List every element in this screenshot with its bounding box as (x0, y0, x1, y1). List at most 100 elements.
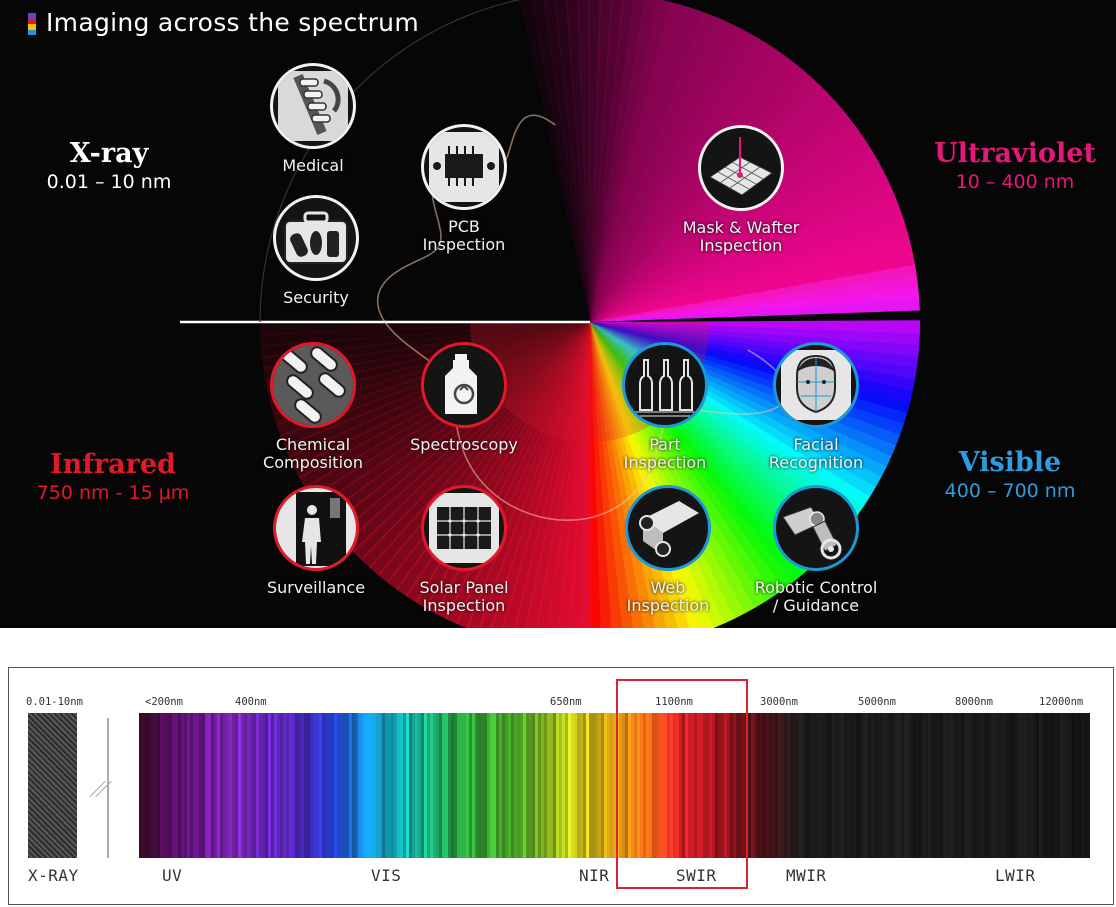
spectrum-stripe (565, 713, 569, 858)
spectrum-stripe (214, 713, 218, 858)
spectrum-stripe (646, 713, 650, 858)
spectrum-stripe (559, 713, 563, 858)
xray-strip (28, 713, 77, 858)
spectrum-stripe (493, 713, 497, 858)
wheel-slice (352, 322, 590, 561)
spectrum-stripe (268, 713, 272, 858)
spectrum-stripe (1015, 713, 1019, 858)
spectrum-stripe (865, 713, 869, 858)
spectrum-stripe (193, 713, 197, 858)
spectrum-stripe (442, 713, 446, 858)
spectrum-stripe (175, 713, 179, 858)
spectrum-stripe (775, 713, 779, 858)
spectrum-stripe (520, 713, 524, 858)
spectrum-stripe (940, 713, 944, 858)
wheel-slice (590, 155, 882, 322)
spectrum-stripe (187, 713, 191, 858)
capsules-icon (273, 345, 353, 425)
spectrum-stripe (397, 713, 401, 858)
spectrum-stripe (763, 713, 767, 858)
spectrum-stripe (952, 713, 956, 858)
spectrum-stripe (343, 713, 347, 858)
wheel-slice (546, 322, 590, 628)
spectrum-stripe (280, 713, 284, 858)
spectrum-stripe (418, 713, 422, 858)
wheel-slice (568, 322, 590, 628)
spectrum-stripe (925, 713, 929, 858)
wheel-slice (590, 0, 613, 322)
spectrum-stripe (370, 713, 374, 858)
spectrum-stripe (790, 713, 794, 858)
app-solar-panel-inspection-circle (421, 485, 507, 571)
spectrum-wheel-panel: Imaging across the spectrum X-ray 0.01 –… (0, 0, 1116, 628)
spectrum-stripe (736, 713, 740, 858)
spectrum-stripe (1087, 713, 1090, 858)
spectrum-stripe (772, 713, 776, 858)
spectrum-stripe (619, 713, 623, 858)
wheel-slice (590, 320, 920, 334)
spectrum-stripe (697, 713, 701, 858)
spectrum-stripe (715, 713, 719, 858)
spectrum-stripe (271, 713, 275, 858)
wheel-slice (524, 322, 590, 628)
spectrum-stripe (1081, 713, 1085, 858)
app-pcb-inspection: PCB Inspection (374, 124, 554, 254)
wheel-slice (260, 322, 590, 359)
spectrum-stripe (706, 713, 710, 858)
wheel-slice (590, 4, 692, 322)
spectrum-stripe (727, 713, 731, 858)
spectrum-stripe (1003, 713, 1007, 858)
spectrum-stripe (949, 713, 953, 858)
title-mark-purple (28, 13, 36, 19)
spectrum-stripe (943, 713, 947, 858)
spectrum-stripe (955, 713, 959, 858)
app-spectroscopy-label: Spectroscopy (410, 435, 518, 454)
spectrum-stripe (688, 713, 692, 858)
app-chemical-composition-circle (270, 342, 356, 428)
spectrum-stripe (475, 713, 479, 858)
spectrum-stripe (148, 713, 152, 858)
app-part-inspection-label: Part Inspection (623, 435, 707, 472)
app-pcb-inspection-label: PCB Inspection (422, 217, 506, 254)
spectrum-stripe (799, 713, 803, 858)
wavelength-label-650nm: 650nm (550, 696, 582, 708)
wheel-slice (360, 322, 590, 569)
spectrum-stripe (685, 713, 689, 858)
wheel-slice (577, 0, 590, 322)
spectrum-stripe (283, 713, 287, 858)
spectrum-stripe (256, 713, 260, 858)
spectrum-stripe (583, 713, 587, 858)
spectrum-stripe (277, 713, 281, 858)
spectrum-stripe (331, 713, 335, 858)
region-label-vis: VIS (371, 866, 402, 885)
wheel-slice (557, 322, 590, 628)
spectrum-stripe (409, 713, 413, 858)
spectrum-stripe (898, 713, 902, 858)
spectrum-stripe (157, 713, 161, 858)
spine-icon (278, 71, 348, 141)
spectrum-stripe (319, 713, 323, 858)
spectrum-stripe (337, 713, 341, 858)
spectrum-stripe (451, 713, 455, 858)
spectrum-stripe (541, 713, 545, 858)
band-xray: X-ray 0.01 – 10 nm (34, 138, 184, 193)
spectrum-stripe (964, 713, 968, 858)
app-surveillance: Surveillance (226, 485, 406, 597)
spectrum-stripe (508, 713, 512, 858)
spectrum-stripe (481, 713, 485, 858)
spectrum-stripe (259, 713, 263, 858)
spectrum-stripe (205, 713, 209, 858)
spectrum-stripe (547, 713, 551, 858)
spectrum-stripe (265, 713, 269, 858)
spectrum-stripe (292, 713, 296, 858)
spectrum-stripe (757, 713, 761, 858)
spectrum-stripe (1033, 713, 1037, 858)
wheel-slice (590, 175, 892, 322)
app-pcb-inspection-circle (421, 124, 507, 210)
spectrum-stripe (883, 713, 887, 858)
spectrum-stripe (721, 713, 725, 858)
spectrum-stripe (151, 713, 155, 858)
spectrum-stripe (880, 713, 884, 858)
spectrum-stripe (247, 713, 251, 858)
spectrum-stripe (691, 713, 695, 858)
